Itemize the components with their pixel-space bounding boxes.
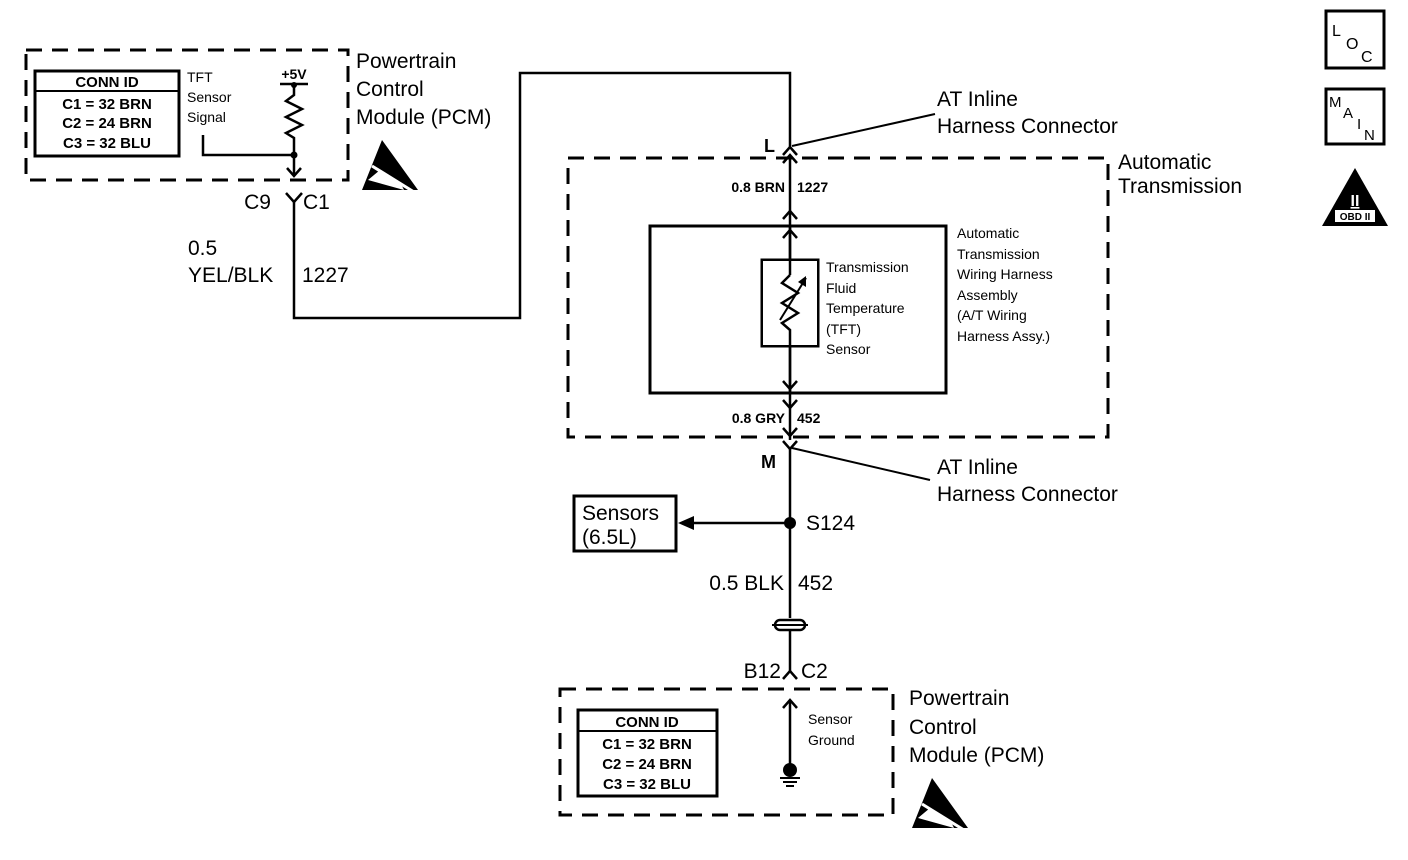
arrow-up-icon	[782, 698, 798, 709]
loc-icon[interactable]: L O C	[1324, 9, 1386, 70]
wire-gauge-label: 0.5	[188, 237, 217, 260]
tft-sensor-label: (TFT)	[826, 321, 861, 337]
connector-l: L AT Inline Harness Connector	[764, 88, 1118, 156]
harness-label: Transmission	[957, 246, 1040, 262]
conn-row: C2 = 24 BRN	[62, 115, 152, 132]
top-pcm-title: Powertrain	[356, 50, 456, 73]
arrow-left-icon	[678, 516, 694, 530]
supply-5v-label: +5V	[281, 66, 307, 82]
connector-l-label: AT Inline	[937, 88, 1018, 111]
top-pcm-boundary	[24, 48, 350, 182]
esd-warning-icon	[912, 778, 968, 832]
wire-color-label: YEL/BLK	[188, 264, 273, 287]
svg-text:A: A	[1343, 105, 1353, 122]
esd-warning-icon	[362, 140, 418, 194]
harness-label: Assembly	[957, 287, 1018, 303]
ground-icon	[780, 763, 800, 787]
harness-label: Automatic	[957, 225, 1019, 241]
connector-letter: L	[764, 136, 775, 156]
svg-text:C: C	[1361, 49, 1373, 66]
connector-m-label: Harness Connector	[937, 483, 1118, 506]
conn-id-header: CONN ID	[615, 714, 679, 731]
svg-text:I: I	[1357, 116, 1361, 133]
harness-label: Wiring Harness	[957, 266, 1053, 282]
pullup-resistor-icon	[283, 85, 305, 155]
transmission-boundary	[566, 156, 1110, 439]
conn-row: C1 = 32 BRN	[62, 96, 152, 113]
bottom-conn-id-table: CONN ID C1 = 32 BRN C2 = 24 BRN C3 = 32 …	[576, 708, 719, 798]
thermistor-icon	[779, 274, 801, 393]
wire-circuit-label: 452	[798, 572, 833, 595]
svg-text:O: O	[1346, 36, 1358, 53]
conn-row: C1 = 32 BRN	[602, 736, 692, 753]
pin-c9-label: C9	[244, 191, 271, 214]
wire-bottom-gauge-label: 0.8 GRY	[732, 410, 786, 426]
svg-text:N: N	[1364, 127, 1375, 144]
conn-id-header: CONN ID	[75, 74, 139, 91]
connector-m: M AT Inline Harness Connector	[761, 440, 1118, 506]
automatic-transmission: Automatic Transmission 0.8 BRN 1227 Tran…	[566, 151, 1242, 440]
top-pcm-module: CONN ID C1 = 32 BRN C2 = 24 BRN C3 = 32 …	[24, 48, 491, 214]
sensor-ground-label: Ground	[808, 732, 855, 748]
conn-row: C3 = 32 BLU	[63, 135, 151, 152]
pin-c1-label: C1	[303, 191, 330, 214]
sensors-branch-box	[572, 494, 678, 553]
svg-text:L: L	[1332, 23, 1341, 40]
harness-assembly-box	[648, 224, 948, 395]
connector-m-label: AT Inline	[937, 456, 1018, 479]
wire-bottom-circuit-label: 452	[797, 410, 821, 426]
bottom-pcm-module: B12 C2 CONN ID C1 = 32 BRN C2 = 24 BRN C…	[558, 660, 1044, 832]
wire-top-circuit-label: 1227	[797, 179, 828, 195]
svg-text:M: M	[1329, 94, 1342, 111]
tft-signal-label: Sensor	[187, 89, 232, 105]
conn-row: C3 = 32 BLU	[603, 776, 691, 793]
wire-circuit-label: 1227	[302, 264, 349, 287]
top-pcm-title: Control	[356, 78, 424, 101]
main-icon[interactable]: M A I N	[1324, 87, 1386, 146]
tft-signal-label: Signal	[187, 109, 226, 125]
harness-label: (A/T Wiring	[957, 307, 1027, 323]
splice-id-label: S124	[806, 512, 855, 535]
wire-top-gauge-label: 0.8 BRN	[731, 179, 785, 195]
tft-signal-label: TFT	[187, 69, 213, 85]
svg-text:OBD II: OBD II	[1340, 212, 1371, 223]
sensor-ground-label: Sensor	[808, 711, 853, 727]
pin-c2-label: C2	[801, 660, 828, 683]
inline-connector-icon	[772, 618, 808, 632]
sensors-branch-label: (6.5L)	[582, 526, 637, 549]
transmission-title: Automatic	[1118, 151, 1211, 174]
connector-pin-icon	[285, 192, 303, 204]
tft-sensor-label: Sensor	[826, 341, 871, 357]
tft-sensor-label: Transmission	[826, 259, 909, 275]
connector-letter: M	[761, 452, 776, 472]
wire-gauge-label: 0.5 BLK	[709, 572, 784, 595]
wire-452: S124 Sensors (6.5L) 0.5 BLK 452	[572, 449, 855, 672]
bottom-pcm-title: Module (PCM)	[909, 744, 1044, 767]
connector-pin-icon	[782, 669, 798, 680]
svg-text:II: II	[1351, 193, 1360, 210]
sensors-branch-label: Sensors	[582, 502, 659, 525]
bottom-pcm-title: Control	[909, 716, 977, 739]
arrow-down-icon	[286, 167, 302, 178]
bottom-pcm-title: Powertrain	[909, 687, 1009, 710]
tft-sensor-label: Temperature	[826, 300, 905, 316]
obd-ii-icon[interactable]: II OBD II	[1322, 168, 1388, 226]
bottom-pcm-boundary	[558, 687, 895, 817]
pin-b12-label: B12	[744, 660, 781, 683]
transmission-title: Transmission	[1118, 175, 1242, 198]
harness-label: Harness Assy.)	[957, 328, 1050, 344]
tft-sensor-label: Fluid	[826, 280, 856, 296]
top-conn-id-table: CONN ID C1 = 32 BRN C2 = 24 BRN C3 = 32 …	[33, 69, 181, 158]
top-pcm-title: Module (PCM)	[356, 106, 491, 129]
connector-l-label: Harness Connector	[937, 115, 1118, 138]
wire-1227: 0.5 YEL/BLK 1227	[188, 71, 792, 320]
conn-row: C2 = 24 BRN	[602, 756, 692, 773]
